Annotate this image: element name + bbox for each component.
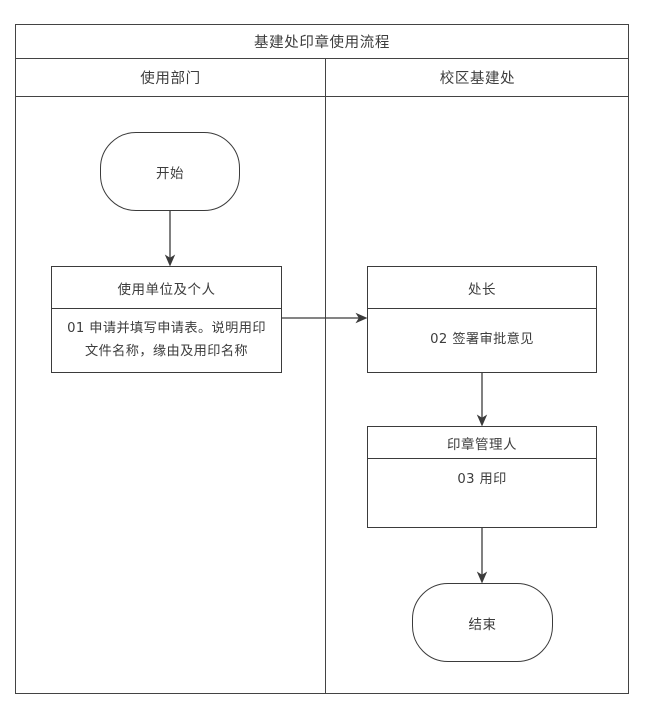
node-apply-action: 01 申请并填写申请表。说明用印文件名称，缘由及用印名称 (67, 321, 266, 359)
swimlane-frame (15, 24, 629, 694)
node-chief[interactable]: 处长 02 签署审批意见 (367, 266, 597, 373)
node-start[interactable]: 开始 (100, 132, 240, 211)
page-title: 基建处印章使用流程 (254, 34, 390, 51)
connector-chief-to-seal (476, 373, 488, 427)
connector-apply-to-chief (282, 312, 368, 324)
lane-divider (325, 59, 326, 694)
lane-header-campus-construction-office: 校区基建处 (326, 59, 629, 96)
lane-header-using-department: 使用部门 (15, 59, 326, 96)
node-apply[interactable]: 使用单位及个人 01 申请并填写申请表。说明用印文件名称，缘由及用印名称 (51, 266, 282, 373)
node-start-label: 开始 (156, 165, 184, 182)
lane-header-left-label: 使用部门 (140, 71, 201, 87)
node-seal-action: 03 用印 (457, 472, 507, 487)
connector-seal-to-end (476, 528, 488, 584)
connector-start-to-apply (164, 211, 176, 267)
diagram-title-row: 基建处印章使用流程 (15, 24, 629, 59)
lane-header-row: 使用部门 校区基建处 (15, 59, 629, 97)
node-end[interactable]: 结束 (412, 583, 553, 662)
node-apply-role: 使用单位及个人 (52, 267, 281, 309)
node-end-label: 结束 (468, 616, 497, 633)
node-seal-role: 印章管理人 (368, 427, 596, 459)
node-chief-action: 02 签署审批意见 (430, 332, 534, 348)
lane-header-right-label: 校区基建处 (439, 71, 516, 87)
node-seal[interactable]: 印章管理人 03 用印 (367, 426, 597, 528)
node-chief-role: 处长 (368, 267, 596, 309)
